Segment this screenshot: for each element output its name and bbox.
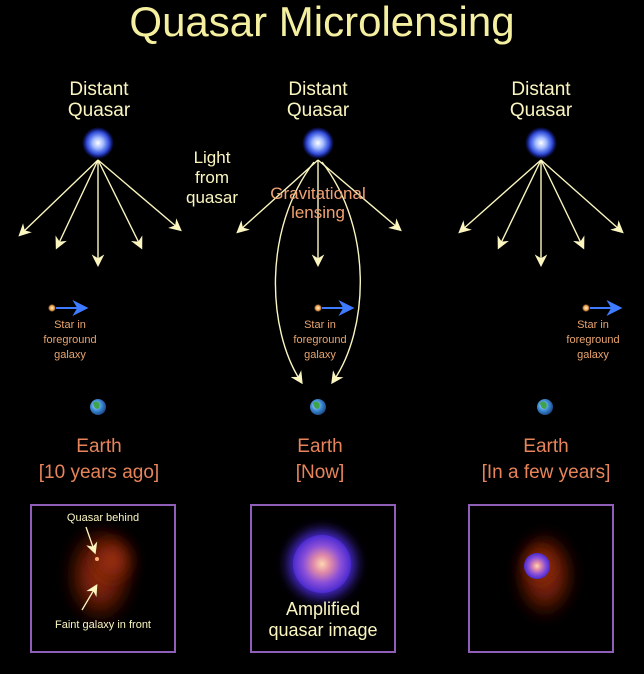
- quasar-label-2: Distant Quasar: [253, 79, 383, 121]
- light-label-line3: quasar: [186, 188, 238, 207]
- earth-label-2: Earth [Now]: [225, 434, 415, 486]
- panel2-caption-line1: Amplified: [285, 599, 361, 619]
- panel1-label-bottom: Faint galaxy in front: [55, 619, 151, 631]
- star-label-line3: galaxy: [54, 349, 86, 361]
- light-rays: [236, 159, 402, 385]
- grav-label-line1: Gravitational: [270, 184, 366, 203]
- star-label-line2: foreground: [293, 334, 347, 346]
- quasar-label-line1: Distant: [69, 79, 129, 100]
- light-label-line2: from: [195, 168, 229, 187]
- light-from-quasar-label: Light from quasar: [167, 148, 257, 208]
- quasar-glow-icon: [525, 127, 557, 159]
- earth-label-text: Earth: [297, 436, 343, 457]
- panel2-caption: Amplified quasar image: [253, 599, 393, 641]
- time-label: [Now]: [295, 462, 345, 483]
- image-panel-3: [468, 504, 614, 653]
- star-label-line3: galaxy: [304, 349, 336, 361]
- quasar-label-line1: Distant: [288, 79, 348, 100]
- column-now: [236, 127, 402, 415]
- time-label: [In a few years]: [481, 462, 611, 483]
- diagram-title: Quasar Microlensing: [129, 0, 515, 45]
- quasar-label-3: Distant Quasar: [476, 79, 606, 121]
- star-label-3: Star in foreground galaxy: [548, 318, 638, 363]
- grav-label-line2: lensing: [291, 203, 345, 222]
- quasar-label-line2: Quasar: [67, 100, 131, 121]
- panel1-label-top: Quasar behind: [66, 512, 140, 524]
- star-label-line2: foreground: [566, 334, 620, 346]
- quasar-label-line2: Quasar: [509, 100, 573, 121]
- star-icon: [48, 304, 56, 312]
- time-label: [10 years ago]: [38, 462, 160, 483]
- star-label-2: Star in foreground galaxy: [275, 318, 365, 363]
- light-rays: [458, 159, 624, 268]
- quasar-label-1: Distant Quasar: [34, 79, 164, 121]
- gravitational-lensing-label: Gravitational lensing: [253, 184, 383, 222]
- panel2-caption-line2: quasar image: [268, 620, 378, 640]
- star-label-line1: Star in: [54, 319, 86, 331]
- star-icon: [314, 304, 322, 312]
- quasar-glow-icon: [302, 127, 334, 159]
- star-label-line2: foreground: [43, 334, 97, 346]
- star-label-line1: Star in: [304, 319, 336, 331]
- earth-label-1: Earth [10 years ago]: [4, 434, 194, 486]
- column-in-a-few-years: [458, 127, 624, 415]
- earth-label-text: Earth: [76, 436, 122, 457]
- light-label-line1: Light: [193, 148, 231, 167]
- quasar-glow-icon: [82, 127, 114, 159]
- star-label-line1: Star in: [577, 319, 609, 331]
- light-rays: [18, 159, 182, 268]
- column-10-years-ago: [18, 127, 182, 415]
- earth-label-3: Earth [In a few years]: [451, 434, 641, 486]
- star-label-1: Star in foreground galaxy: [25, 318, 115, 363]
- quasar-label-line2: Quasar: [286, 100, 350, 121]
- star-label-line3: galaxy: [577, 349, 609, 361]
- quasar-label-line1: Distant: [511, 79, 571, 100]
- star-icon: [582, 304, 590, 312]
- earth-label-text: Earth: [523, 436, 569, 457]
